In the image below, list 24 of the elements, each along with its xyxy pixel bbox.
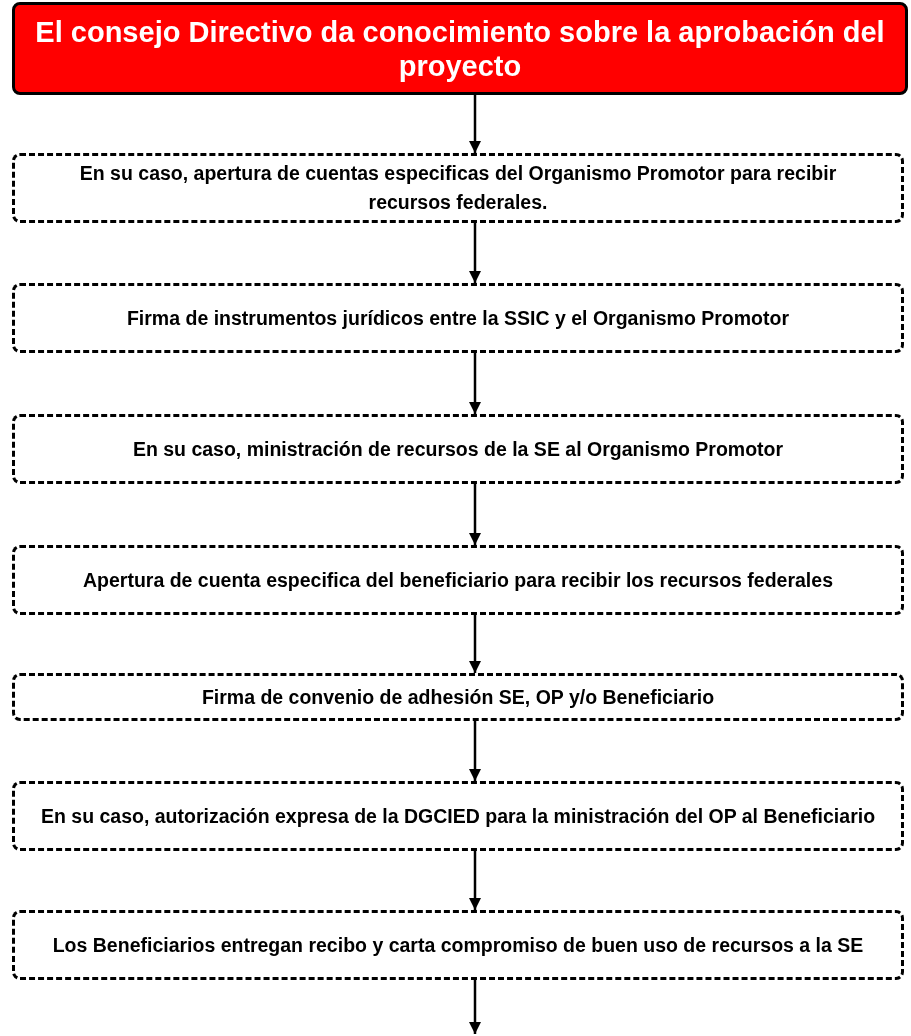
process-box — [12, 414, 904, 484]
arrow — [468, 353, 482, 414]
box-text: Firma de convenio de adhesión SE, OP y/o Beneficiario — [201, 684, 715, 710]
process-box — [12, 781, 904, 851]
process-box — [12, 910, 904, 980]
title-box — [12, 2, 908, 95]
process-box — [12, 283, 904, 353]
process-box — [12, 545, 904, 615]
process-box — [12, 153, 904, 223]
box-text: En su caso, apertura de cuentas especificas del Organismo Promotor para recibir recursos federales. — [78, 161, 838, 215]
box-text: Firma de instrumentos jurídicos entre la SSIC y el Organismo Promotor — [126, 305, 790, 331]
arrow — [468, 851, 482, 910]
arrow — [468, 615, 482, 673]
arrow — [468, 721, 482, 781]
arrow — [468, 223, 482, 283]
arrow — [468, 980, 482, 1034]
box-text: El consejo Directivo da conocimiento sobre la aprobación del proyecto — [34, 14, 886, 83]
arrow — [468, 484, 482, 545]
box-text: En su caso, autorización expresa de la DGCIED para la ministración del OP al Beneficiario — [40, 803, 876, 829]
arrow — [468, 95, 482, 153]
box-text: Los Beneficiarios entregan recibo y carta compromiso de buen uso de recursos a la SE — [52, 932, 864, 958]
box-text: Apertura de cuenta especifica del beneficiario para recibir los recursos federales — [83, 567, 833, 593]
box-text: En su caso, ministración de recursos de la SE al Organismo Promotor — [132, 436, 784, 462]
process-box — [12, 673, 904, 721]
